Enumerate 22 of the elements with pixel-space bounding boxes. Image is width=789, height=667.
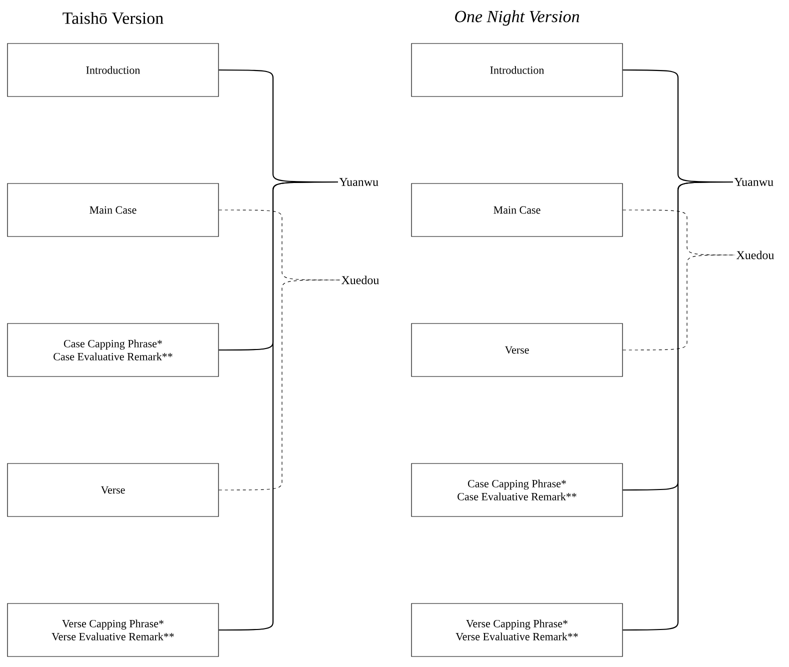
author-label: Yuanwu <box>339 178 378 186</box>
author-label: Yuanwu <box>734 178 774 186</box>
text-box: Verse <box>7 463 219 517</box>
bracket-line <box>218 210 340 280</box>
bracket-line <box>622 210 736 256</box>
text-box: Verse Capping Phrase* Verse Evaluative Remark** <box>411 603 623 657</box>
bracket-line <box>218 280 340 490</box>
text-box: Case Capping Phrase* Case Evaluative Remark** <box>7 323 219 377</box>
column-title: Taishō Version <box>62 12 164 24</box>
text-box: Case Capping Phrase* Case Evaluative Remark** <box>411 463 623 517</box>
text-box: Main Case <box>411 183 623 237</box>
text-box: Verse <box>411 323 623 377</box>
bracket-line <box>622 181 734 631</box>
column-title: One Night Version <box>455 10 580 26</box>
author-label: Xuedou <box>736 250 774 260</box>
text-box: Introduction <box>411 43 623 97</box>
text-box: Main Case <box>7 183 219 237</box>
bracket-line <box>622 254 736 350</box>
text-box: Introduction <box>7 43 219 97</box>
author-label: Xuedou <box>341 276 379 284</box>
text-box: Verse Capping Phrase* Verse Evaluative Remark** <box>7 603 219 657</box>
bracket-line <box>218 181 338 631</box>
